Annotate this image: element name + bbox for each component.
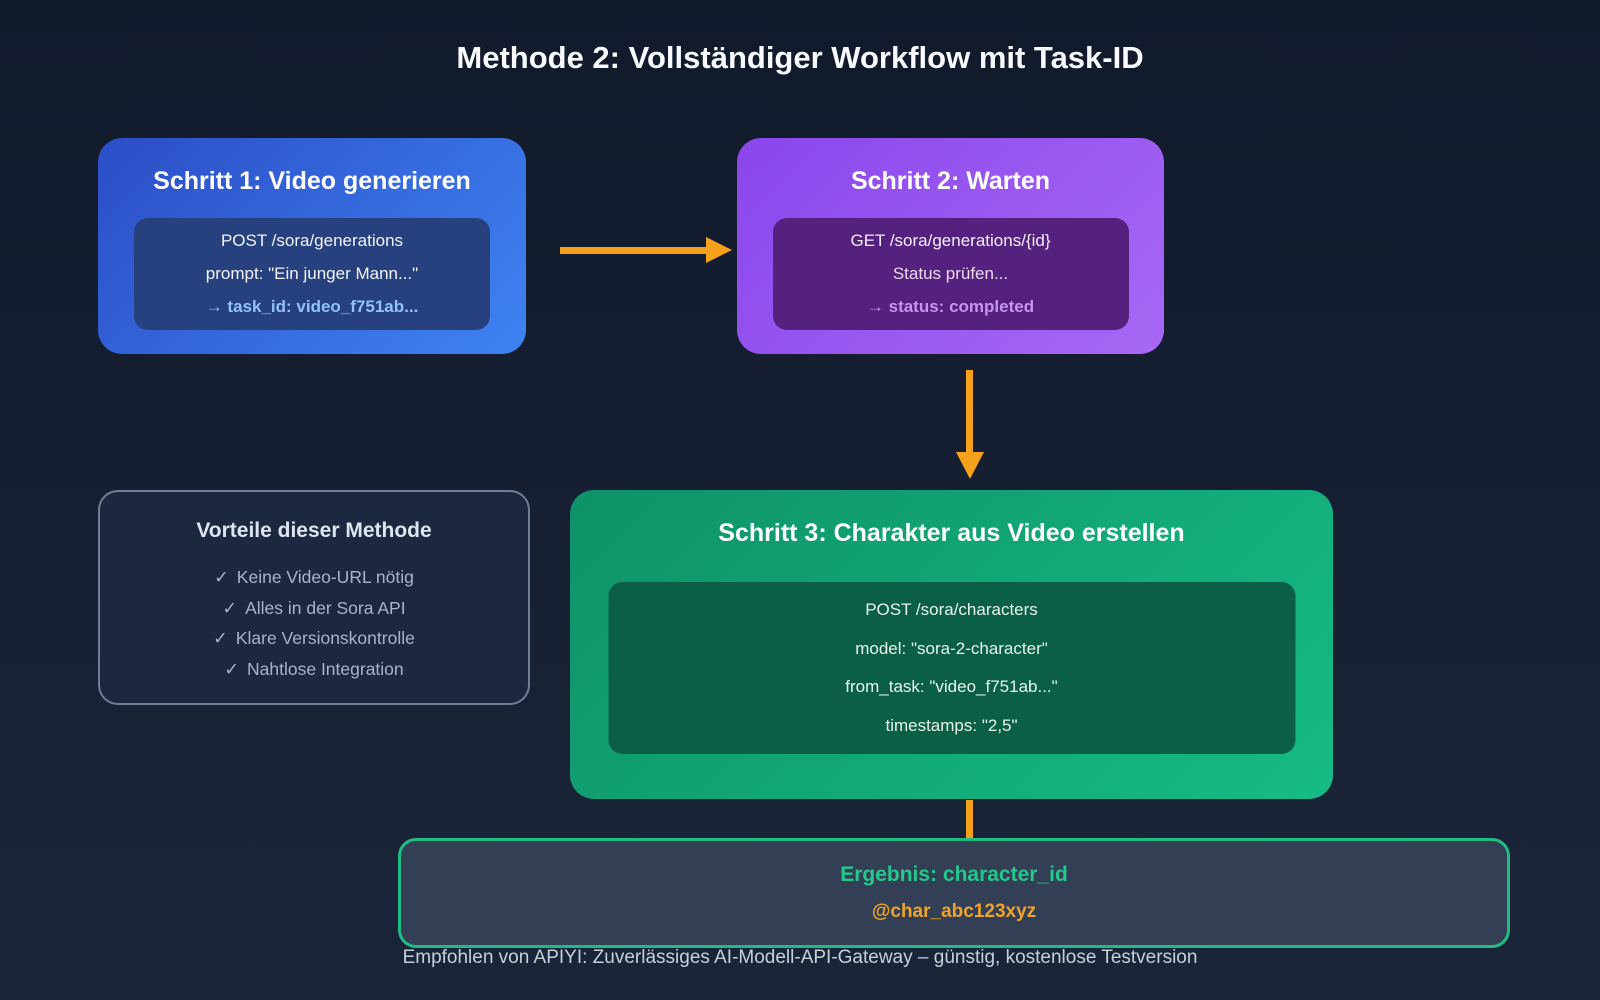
result-box: Ergebnis: character_id @char_abc123xyz xyxy=(398,838,1510,948)
code-line: prompt: "Ein junger Mann..." xyxy=(205,264,419,283)
footer-note: Empfohlen von APIYI: Zuverlässiges AI-Mo… xyxy=(402,947,1198,968)
benefit-label: Alles in der Sora API xyxy=(245,597,406,618)
code-line: POST /sora/generations xyxy=(220,231,404,250)
code-line: model: "sora-2-character" xyxy=(855,638,1048,658)
page-title: Methode 2: Vollständiger Workflow mit Ta… xyxy=(456,40,1144,75)
result-title: Ergebnis: character_id xyxy=(840,863,1068,886)
step2-card: Schritt 2: Warten GET /sora/generations/… xyxy=(737,138,1164,354)
benefit-item: ✓ Klare Versionskontrolle xyxy=(100,628,528,649)
benefit-label: Nahtlose Integration xyxy=(247,658,404,679)
code-line-result: → task_id: video_f751ab... xyxy=(205,297,419,316)
step1-code-box: POST /sora/generations prompt: "Ein jung… xyxy=(134,218,490,330)
arrow-head xyxy=(956,452,984,479)
benefits-list: ✓ Keine Video-URL nötig ✓ Alles in der Sor… xyxy=(100,558,528,689)
connector-line xyxy=(966,800,973,838)
arrow-right-icon xyxy=(560,236,732,264)
check-icon: ✓ xyxy=(224,658,240,679)
code-line: POST /sora/characters xyxy=(865,600,1038,620)
arrow-shaft xyxy=(560,247,708,254)
code-line: Status prüfen... xyxy=(892,264,1009,283)
benefits-panel: Vorteile dieser Methode ✓ Keine Video-URL… xyxy=(98,490,530,705)
check-icon: ✓ xyxy=(214,567,229,588)
step3-title: Schritt 3: Charakter aus Video erstellen xyxy=(718,519,1185,547)
check-icon: ✓ xyxy=(222,597,238,618)
code-line-result: → status: completed xyxy=(866,297,1035,316)
arrow-head xyxy=(706,237,732,263)
arrow-down-icon xyxy=(956,370,984,480)
step3-card: Schritt 3: Charakter aus Video erstellen… xyxy=(570,490,1333,799)
code-line: from_task: "video_f751ab..." xyxy=(845,677,1058,697)
benefit-item: ✓ Alles in der Sora API xyxy=(100,598,528,619)
benefits-title: Vorteile dieser Methode xyxy=(196,519,432,542)
benefit-item: ✓ Nahtlose Integration xyxy=(100,659,528,680)
arrow-shaft xyxy=(966,370,973,454)
step2-code-box: GET /sora/generations/{id} Status prüfen… xyxy=(772,218,1129,330)
benefit-item: ✓ Keine Video-URL nötig xyxy=(100,567,528,588)
step2-title: Schritt 2: Warten xyxy=(850,167,1051,195)
result-value: @char_abc123xyz xyxy=(871,901,1037,922)
step1-title: Schritt 1: Video generieren xyxy=(153,167,471,195)
code-line: GET /sora/generations/{id} xyxy=(850,231,1051,250)
step1-card: Schritt 1: Video generieren POST /sora/g… xyxy=(98,138,526,354)
check-icon: ✓ xyxy=(213,628,228,649)
code-line: timestamps: "2,5" xyxy=(885,715,1018,735)
benefit-label: Keine Video-URL nötig xyxy=(236,567,414,588)
benefit-label: Klare Versionskontrolle xyxy=(235,628,415,649)
step3-code-box: POST /sora/characters model: "sora-2-cha… xyxy=(608,582,1295,754)
